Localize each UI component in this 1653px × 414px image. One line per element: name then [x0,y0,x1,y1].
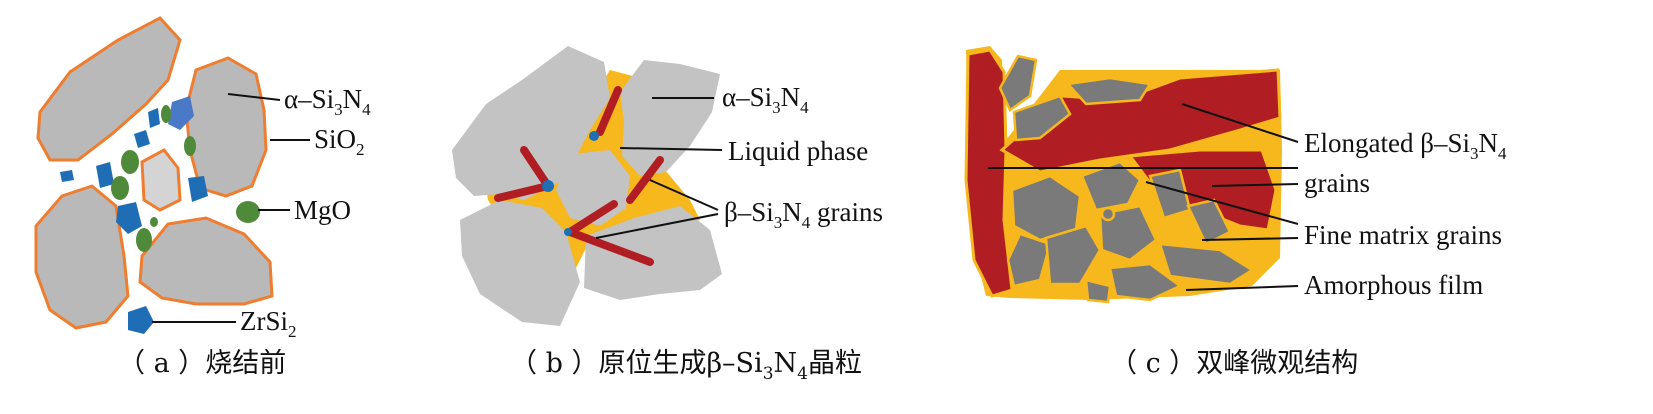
fine-grain [1065,76,1153,106]
zrsi2-particle [188,176,208,202]
label-alpha-si3n4-a: α–Si3N4 [284,84,371,119]
leader-elongated [1181,103,1299,143]
panel-c-leaders [988,103,1299,291]
beta-rod [520,146,552,190]
fine-matrix-grains [998,54,1255,304]
leader-amorphous [1185,285,1299,291]
caption-a: （ a ）烧结前 [118,348,286,379]
fine-grain [1006,232,1052,288]
fine-grain [1108,262,1183,302]
grain-bottom-left [34,184,130,330]
alpha-si3n4-grains-b [452,46,722,326]
grain-top-left [36,16,182,162]
label-zrsi2: ZrSi2 [240,306,297,341]
grain-bottom-right [584,206,722,300]
elongated-grain-vertical [964,48,1014,298]
label-mgo: MgO [294,195,351,225]
caption-c: （ c ）双峰微观结构 [1110,348,1358,379]
zrsi2-nucleus [564,228,572,236]
fine-grain-round [1100,206,1116,222]
mgo-particle [236,201,260,223]
grain-bottom-right [138,216,274,306]
mgo-particle [150,217,158,227]
mgo-particle [136,228,152,252]
beta-rod [566,228,654,266]
zrsi2-particle [128,306,154,334]
leader-alpha [227,93,281,101]
fine-grain [1186,198,1232,246]
zrsi2-particle [96,162,114,188]
mgo-particle [111,176,129,200]
zrsi2-nuclei [542,131,599,236]
panel-c: Elongated β–Si3N4 grains Fine matrix gra… [964,46,1507,379]
fine-grain [1098,204,1158,262]
fine-grain [1084,278,1112,304]
leader-beta-1 [649,179,719,211]
label-grains: grains [1304,168,1370,198]
label-beta-grains: β–Si3N4 grains [724,197,883,232]
label-alpha-si3n4-b: α–Si3N4 [722,82,809,117]
elongated-beta-grains [964,48,1282,298]
label-elongated-beta: Elongated β–Si3N4 [1304,128,1507,163]
caption-b: （ b ）原位生成β–Si3N4晶粒 [510,348,862,384]
zrsi2-particle [168,96,194,130]
mgo-particle [184,136,196,156]
label-fine-matrix: Fine matrix grains [1304,220,1502,250]
leader-fine-2 [1201,237,1299,241]
zrsi2-particle [116,202,142,234]
grain-top-right [620,60,720,176]
zrsi2-particle [60,170,74,182]
leader-liquid [619,147,723,151]
zrsi2-nucleus [589,131,599,141]
label-amorphous-film: Amorphous film [1304,270,1483,300]
beta-rod [566,200,618,236]
alpha-si3n4-grains [34,16,274,330]
fine-grain [1158,242,1255,286]
grain-bottom-left [460,200,580,326]
panel-a-leaders [152,93,310,323]
beta-si3n4-rods [494,86,664,266]
zrsi2-nucleus [542,180,554,192]
mgo-particle [121,150,139,174]
fine-grain [1044,224,1102,286]
fine-grain [998,54,1038,112]
zrsi2-particles [60,96,208,334]
fine-grain [1080,160,1142,212]
zrsi2-particle [148,108,160,128]
beta-rod [596,86,622,136]
grain-center-small [140,148,182,212]
fine-grain [1012,94,1072,142]
leader-beta-2 [595,213,719,239]
panel-b-leaders [595,97,723,239]
beta-rod [494,182,552,202]
beta-rod [626,156,664,204]
grain-right [184,56,268,198]
label-sio2: SiO2 [314,124,365,159]
mgo-particle [161,105,171,123]
panel-a: α–Si3N4 SiO2 MgO ZrSi2 （ a ）烧结前 [34,16,371,379]
leader-grains-2 [1211,183,1299,187]
leader-fine-1 [1145,181,1299,225]
zrsi2-particle [134,130,150,148]
panel-b: α–Si3N4 Liquid phase β–Si3N4 grains （ b … [452,46,883,384]
mgo-particles [111,105,260,252]
label-liquid-phase: Liquid phase [728,136,868,166]
